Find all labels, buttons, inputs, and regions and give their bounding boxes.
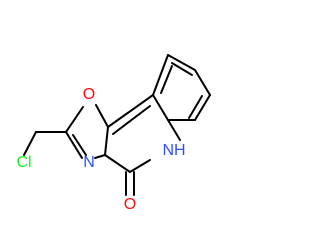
bond <box>65 131 83 159</box>
bond <box>171 62 193 76</box>
bond <box>167 54 196 71</box>
atom-label-carbonyl-oxygen: O <box>124 196 136 213</box>
atom-label-nh: NH <box>162 142 185 159</box>
bond <box>104 154 131 173</box>
bond <box>95 104 109 128</box>
structure-drawing: O N NH O Cl <box>16 54 211 213</box>
bond <box>112 105 151 135</box>
bond <box>107 94 154 128</box>
bonds <box>23 54 211 196</box>
atom-label-chlorine: Cl <box>16 154 31 171</box>
bond <box>104 126 109 156</box>
bond <box>129 159 151 173</box>
bond <box>23 131 37 156</box>
atom-label-ring-nitrogen: N <box>83 154 95 171</box>
bond <box>194 69 211 96</box>
bond <box>152 94 169 121</box>
atom-labels: O N NH O Cl <box>16 86 185 213</box>
molecule-canvas: O N NH O Cl <box>16 54 211 214</box>
bond <box>152 54 169 96</box>
bond <box>72 134 87 156</box>
atom-label-ring-oxygen: O <box>83 86 95 103</box>
bond <box>194 94 211 121</box>
bond <box>65 106 84 133</box>
bond <box>167 119 181 141</box>
bond <box>188 95 203 119</box>
bond <box>160 65 173 94</box>
bond <box>94 154 106 159</box>
